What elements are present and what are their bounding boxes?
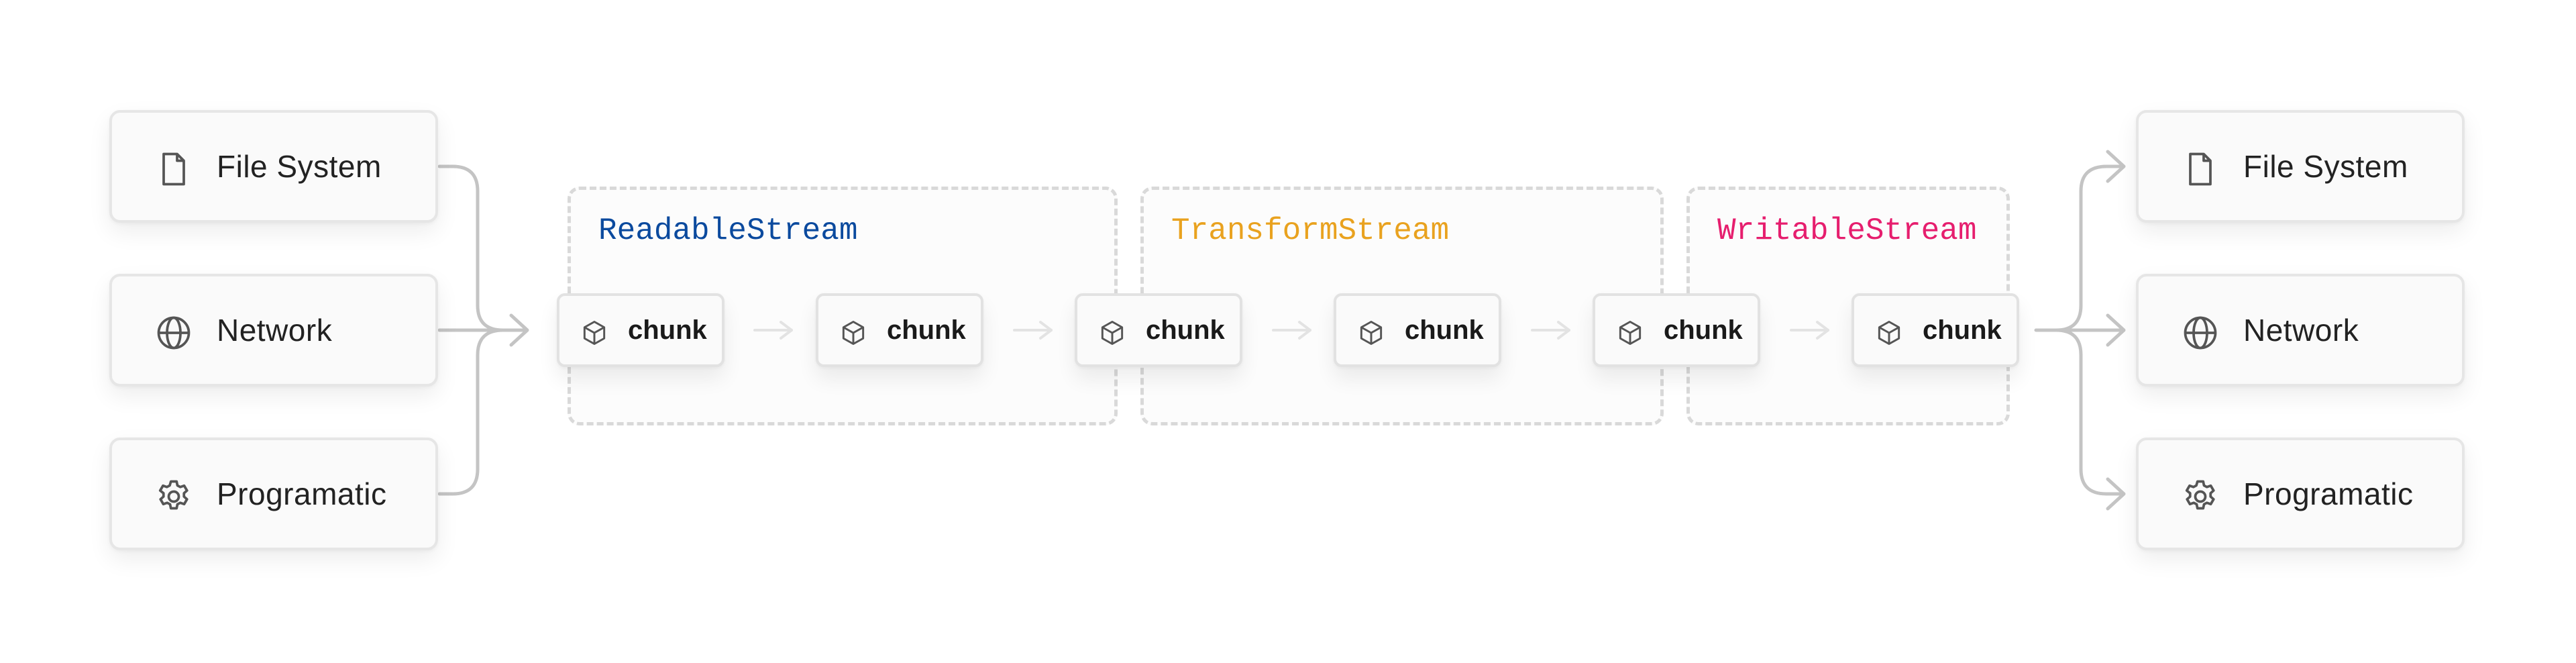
source-programatic: Programatic: [109, 438, 438, 550]
chunk-5: chunk: [1593, 293, 1760, 367]
cube-icon: [1101, 321, 1124, 345]
connector-dest-1: [2054, 164, 2122, 332]
source-label: File System: [217, 149, 382, 184]
source-label: Network: [217, 313, 333, 348]
destination-file-system: File System: [2136, 110, 2465, 223]
connector-dest-3: [2054, 328, 2122, 496]
cube-icon: [583, 321, 606, 345]
chunk-4: chunk: [1334, 293, 1501, 367]
chunk-6: chunk: [1851, 293, 2019, 367]
file-icon: [2189, 152, 2212, 186]
gear-icon: [158, 480, 189, 510]
globe-icon: [2184, 316, 2217, 350]
chunk-label: chunk: [628, 315, 707, 345]
cube-icon: [1619, 321, 1642, 345]
chunk-label: chunk: [1146, 315, 1225, 345]
writable-stream-label: WritableStream: [1717, 213, 1977, 248]
connector-source-3: [437, 328, 505, 496]
file-icon: [162, 152, 185, 186]
chunk-1: chunk: [557, 293, 724, 367]
arrowhead-merge: [509, 313, 529, 347]
chunk-label: chunk: [1664, 315, 1743, 345]
destination-label: File System: [2243, 149, 2408, 184]
cube-icon: [1878, 321, 1900, 345]
chunk-3: chunk: [1075, 293, 1242, 367]
connector-source-1: [437, 164, 505, 332]
destination-label: Programatic: [2243, 476, 2414, 511]
chunk-label: chunk: [887, 315, 966, 345]
cube-icon: [1360, 321, 1383, 345]
arrowhead-dest-3: [2106, 477, 2126, 511]
chunk-label: chunk: [1923, 315, 2002, 345]
arrowhead-dest-2: [2106, 313, 2126, 347]
globe-icon: [157, 316, 191, 350]
arrowhead-dest-1: [2106, 150, 2126, 183]
chunk-label: chunk: [1405, 315, 1484, 345]
chunk-2: chunk: [816, 293, 983, 367]
readable-stream-label: ReadableStream: [598, 213, 858, 248]
destination-programatic: Programatic: [2136, 438, 2465, 550]
destination-network: Network: [2136, 274, 2465, 387]
source-file-system: File System: [109, 110, 438, 223]
transform-stream-label: TransformStream: [1171, 213, 1450, 248]
source-network: Network: [109, 274, 438, 387]
gear-icon: [2185, 480, 2215, 510]
cube-icon: [842, 321, 865, 345]
source-label: Programatic: [217, 476, 387, 511]
destination-label: Network: [2243, 313, 2359, 348]
